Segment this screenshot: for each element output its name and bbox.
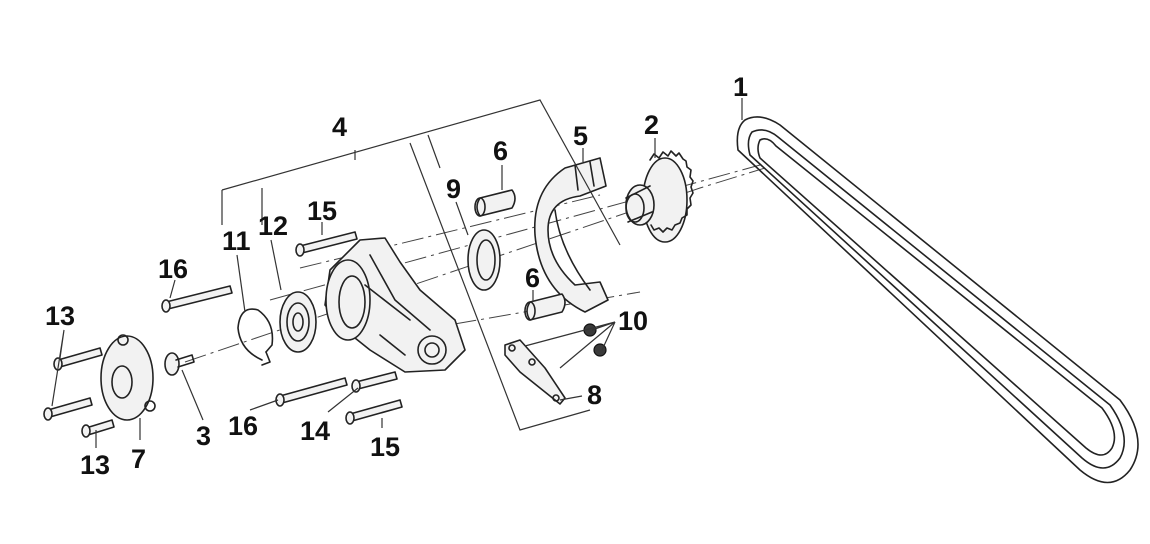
cover-plate — [100, 334, 156, 421]
bushing-upper — [474, 189, 516, 217]
callout-6-lower: 6 — [525, 263, 540, 293]
bolt-16-lower — [275, 377, 348, 407]
callout-15-lower: 15 — [370, 432, 400, 462]
sprocket-pulley — [625, 150, 694, 243]
bolt-13-top — [53, 347, 103, 371]
oil-seal — [467, 229, 501, 291]
bolt-15-lower — [345, 399, 403, 425]
callouts: 1 2 4 5 6 9 15 11 12 16 6 10 13 8 3 16 1… — [45, 72, 748, 480]
callout-13-upper: 13 — [45, 301, 75, 331]
bolt-13-mid — [43, 397, 93, 421]
callout-12: 12 — [258, 211, 288, 241]
callout-10: 10 — [618, 306, 648, 336]
tensioner-housing — [324, 237, 466, 373]
callout-3: 3 — [196, 421, 211, 451]
bolt-16-upper — [161, 285, 233, 313]
callout-8: 8 — [587, 380, 602, 410]
callout-16-upper: 16 — [158, 254, 188, 284]
callout-5: 5 — [573, 121, 588, 151]
callout-11: 11 — [222, 226, 251, 256]
callout-6-upper: 6 — [493, 136, 508, 166]
leader-lines — [51, 98, 743, 448]
callout-2: 2 — [644, 110, 659, 140]
bearing — [279, 291, 317, 353]
callout-13-lower: 13 — [80, 450, 110, 480]
tensioner-arm — [533, 157, 609, 313]
pivot-bolt — [164, 352, 195, 376]
drive-belt — [736, 116, 1139, 484]
bushing-lower — [524, 293, 566, 321]
mounting-plate — [504, 339, 566, 405]
callout-1: 1 — [733, 72, 748, 102]
callout-14: 14 — [300, 416, 330, 446]
snap-ring — [237, 308, 274, 366]
bolt-15-upper — [295, 231, 358, 257]
callout-4: 4 — [332, 112, 347, 142]
callout-7: 7 — [131, 444, 146, 474]
callout-15-upper: 15 — [307, 196, 337, 226]
callout-9: 9 — [446, 174, 461, 204]
callout-16-lower: 16 — [228, 411, 258, 441]
bolt-13-bottom — [81, 419, 115, 438]
bolt-14 — [351, 371, 398, 393]
assembly-bracket-lines — [221, 99, 621, 431]
